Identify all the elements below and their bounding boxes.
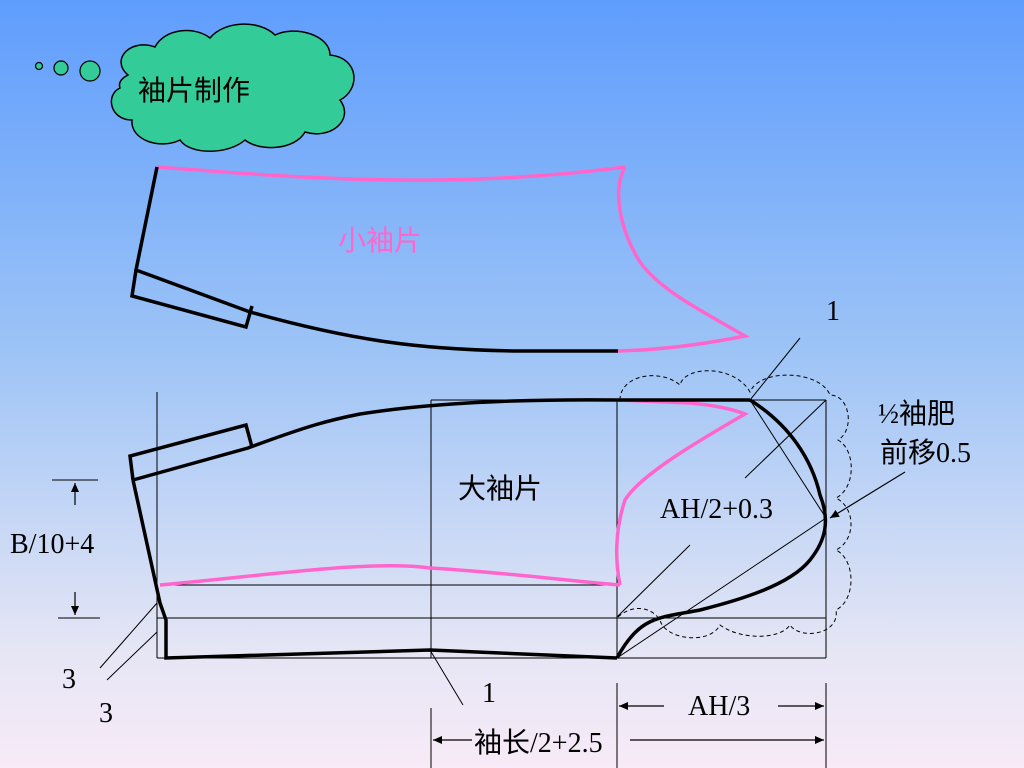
label-three-b: 3 bbox=[99, 698, 113, 729]
label-shift: 前移0.5 bbox=[880, 437, 971, 469]
diag-ah-inner bbox=[749, 399, 827, 519]
diag-lower bbox=[616, 544, 691, 618]
label-top-one: 1 bbox=[826, 296, 840, 327]
label-three-a: 3 bbox=[62, 664, 76, 695]
dashed-scallop-outline bbox=[616, 370, 852, 639]
annotations: 1 ½袖肥 前移0.5 AH/2+0.3 B/10+4 3 3 1 AH/3 袖… bbox=[10, 296, 971, 768]
label-sleeve-length: 袖长/2+2.5 bbox=[474, 727, 603, 759]
large-sleeve-pink-bottom bbox=[159, 564, 621, 587]
label-b-formula: B/10+4 bbox=[10, 529, 94, 560]
leader-three-a bbox=[99, 602, 158, 669]
bubble-dot-small bbox=[34, 61, 44, 71]
bubble-title: 袖片制作 bbox=[138, 75, 250, 107]
label-half-bicep: ½袖肥 bbox=[878, 398, 955, 430]
leader-bottom-one bbox=[429, 649, 464, 706]
bubble-dot-medium bbox=[53, 60, 69, 76]
label-bottom-one: 1 bbox=[482, 678, 496, 709]
small-sleeve-top-edge bbox=[156, 165, 626, 182]
diag-cap-bottom bbox=[616, 517, 827, 659]
shift-arrow bbox=[829, 471, 906, 519]
bubble-dot-large bbox=[79, 60, 101, 82]
small-sleeve-cuff bbox=[130, 269, 254, 330]
thought-bubble: 袖片制作 bbox=[34, 23, 355, 152]
large-sleeve-label: 大袖片 bbox=[458, 473, 542, 505]
small-sleeve-label: 小袖片 bbox=[338, 225, 422, 257]
small-sleeve-cap-curve bbox=[616, 166, 750, 353]
large-sleeve-cuff bbox=[128, 422, 254, 481]
large-sleeve-outline-bottom bbox=[131, 479, 618, 660]
large-sleeve: 大袖片 bbox=[128, 398, 828, 660]
label-ah-formula: AH/2+0.3 bbox=[660, 494, 773, 525]
small-sleeve: 小袖片 bbox=[130, 165, 750, 353]
label-ah-third: AH/3 bbox=[688, 691, 750, 722]
cloud-shape bbox=[110, 23, 355, 152]
leader-three-b bbox=[106, 631, 158, 681]
large-sleeve-pink-cap bbox=[614, 398, 749, 586]
large-sleeve-cap-curve bbox=[615, 398, 828, 659]
small-sleeve-outline bbox=[133, 166, 618, 353]
diag-top-one bbox=[749, 337, 801, 401]
diag-ah bbox=[744, 399, 827, 479]
large-sleeve-outline-top bbox=[132, 398, 750, 482]
